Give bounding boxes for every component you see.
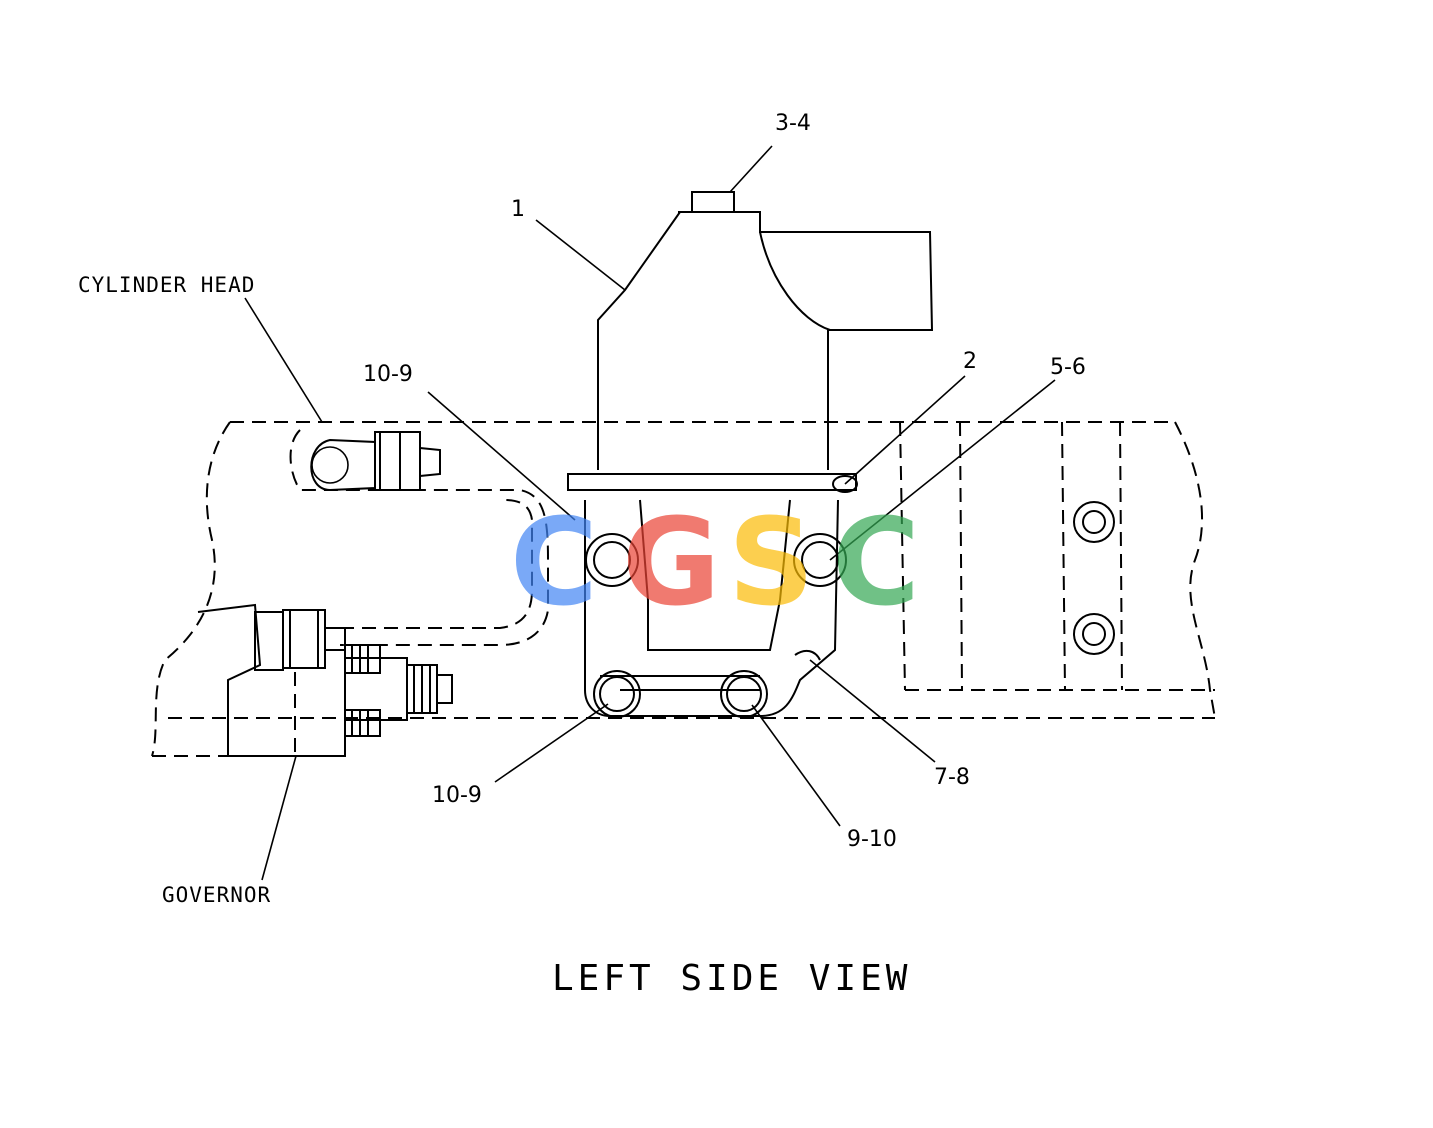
cylinder-head-outline xyxy=(151,421,1216,757)
block-bolt-upper xyxy=(1073,501,1115,543)
cylinder-head-label: CYLINDER HEAD xyxy=(78,273,255,297)
watermark-letter-3: S xyxy=(728,494,814,633)
governor-assembly xyxy=(197,603,453,757)
watermark: C G S C xyxy=(510,494,920,633)
leader-lines xyxy=(244,145,1056,881)
callout-1: 1 xyxy=(511,197,525,222)
callout-2: 2 xyxy=(963,349,977,374)
governor-label: GOVERNOR xyxy=(162,883,271,907)
block-bolt-lower xyxy=(1073,613,1115,655)
callout-10-9-top: 10-9 xyxy=(363,362,413,387)
watermark-letter-4: C xyxy=(832,494,920,633)
view-caption: LEFT SIDE VIEW xyxy=(552,958,911,999)
watermark-letter-2: G xyxy=(622,494,721,633)
watermark-letter-1: C xyxy=(510,494,598,633)
callout-9-10: 9-10 xyxy=(847,827,897,852)
solenoid-body xyxy=(567,191,934,493)
mounting-bracket xyxy=(584,499,847,718)
callout-10-9-bottom: 10-9 xyxy=(432,783,482,808)
elbow-fitting xyxy=(310,431,441,492)
callout-7-8: 7-8 xyxy=(934,765,970,790)
callout-3-4: 3-4 xyxy=(775,111,811,136)
callout-5-6: 5-6 xyxy=(1050,355,1086,380)
